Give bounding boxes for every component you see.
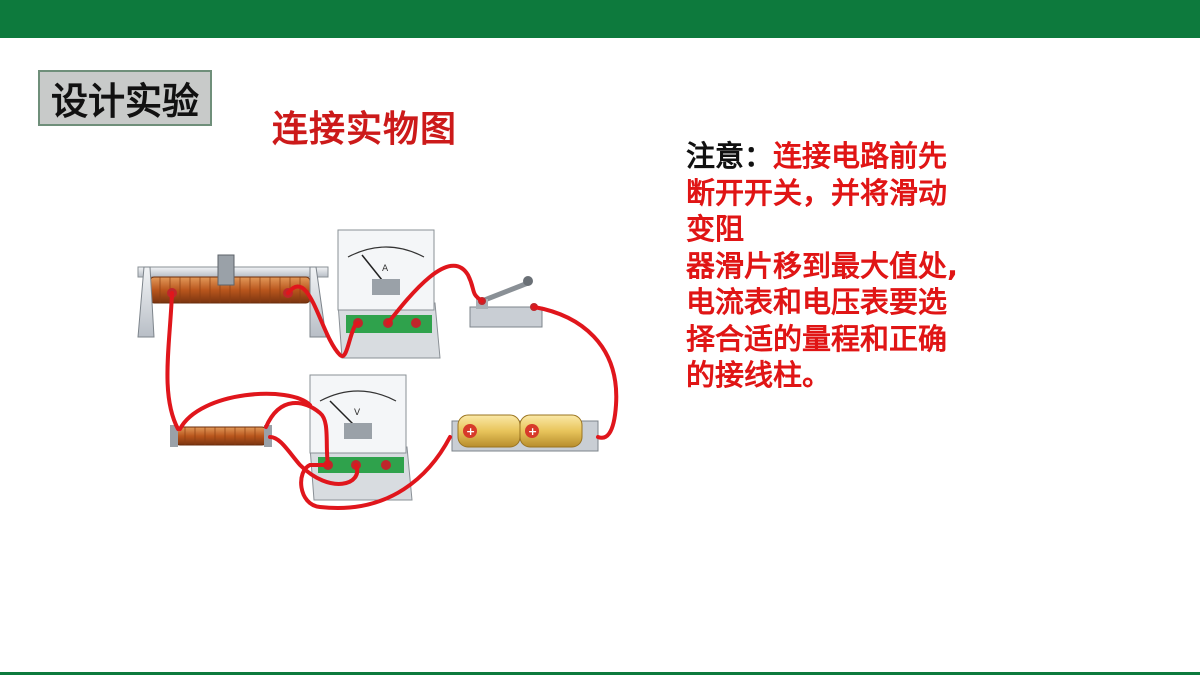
voltmeter: V (309, 374, 413, 501)
cell-terminal-symbol: + (466, 425, 475, 438)
knife-switch (469, 276, 543, 328)
header-bar (0, 0, 1200, 38)
cell-terminal-symbol: + (528, 425, 537, 438)
note-first-line: 连接电路前先 (773, 139, 948, 173)
battery-pack: + + (451, 414, 599, 452)
sliding-rheostat (137, 254, 329, 338)
circuit-wires (165, 263, 619, 510)
solenoid-coil (170, 425, 272, 447)
circuit-diagram: A V (137, 229, 619, 510)
voltmeter-symbol: V (354, 408, 361, 418)
section-tag: 设计实验 (38, 70, 212, 126)
ammeter-symbol: A (382, 264, 389, 274)
note-body: 断开开关，并将滑动 变阻 器滑片移到最大值处, 电流表和电压表要选 择合适的量程… (686, 175, 959, 393)
diagram-title: 连接实物图 (272, 109, 458, 150)
ammeter: A (337, 229, 441, 359)
note-label: 注意： (686, 139, 774, 173)
footer-bar (0, 672, 1200, 675)
note-text: 注意：连接电路前先 断开开关，并将滑动 变阻 器滑片移到最大值处, 电流表和电压… (686, 138, 1026, 394)
